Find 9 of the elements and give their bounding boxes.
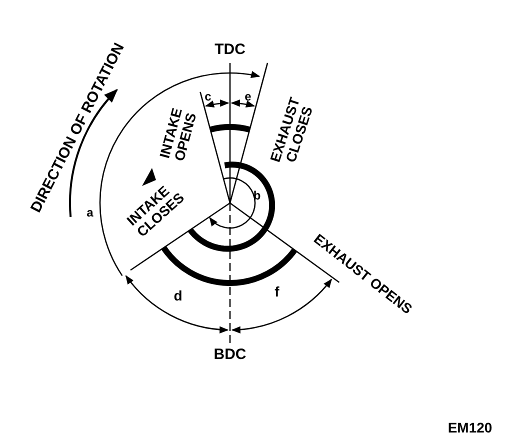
dimension-letter: d <box>174 288 182 304</box>
tdc-label: TDC <box>214 42 246 58</box>
bdc-label: BDC <box>214 347 246 363</box>
dimension-letter: a <box>86 206 94 220</box>
dimension-letter: c <box>204 90 212 104</box>
dimension-letter: f <box>274 284 280 300</box>
figure-code: EM120 <box>448 420 492 436</box>
event-label: INTAKE OPENS <box>155 105 200 165</box>
dimension-letter: e <box>244 90 252 104</box>
